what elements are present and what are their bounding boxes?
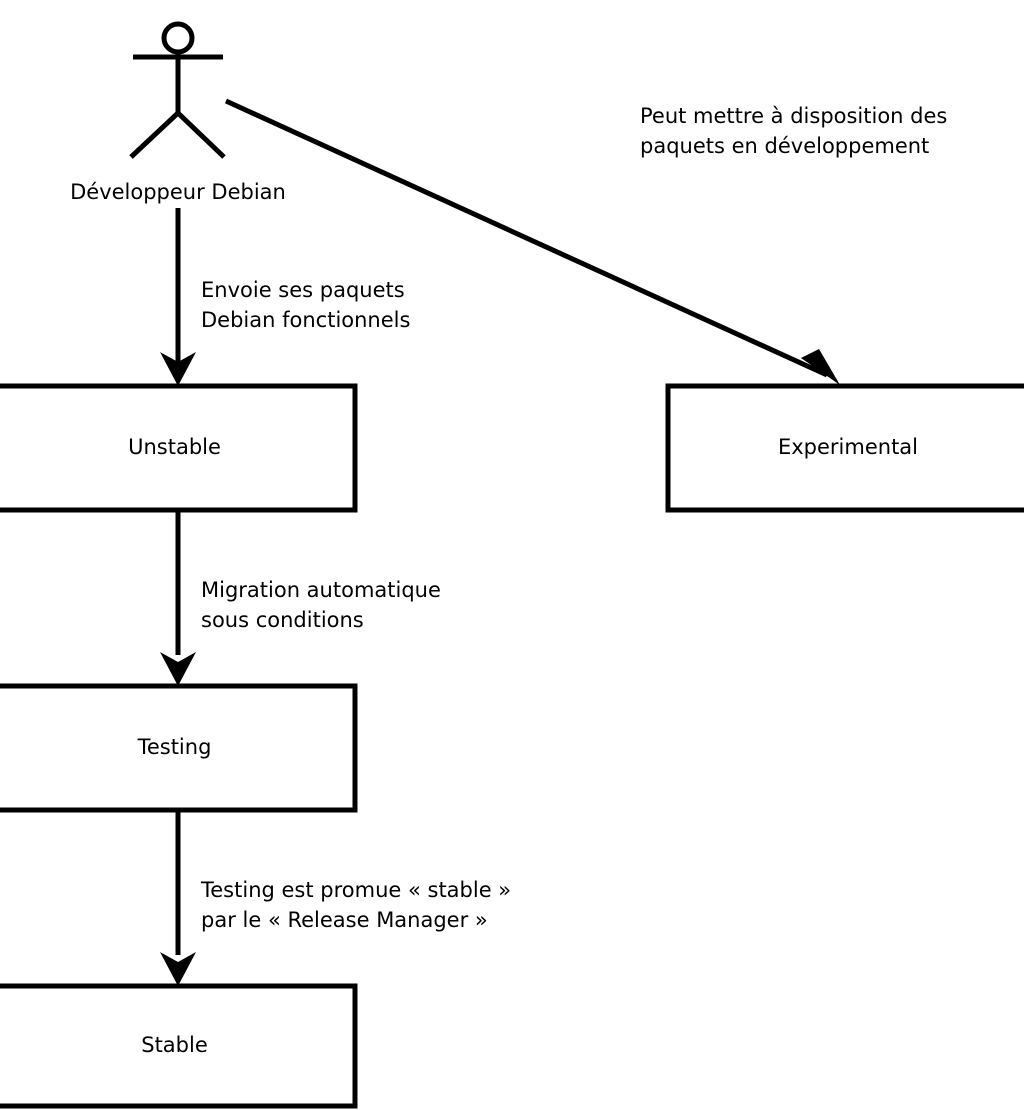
edge-label-testing-to-stable-line1: Testing est promue « stable »	[201, 878, 512, 902]
edge-label-testing-to-stable-line2: par le « Release Manager »	[201, 908, 488, 932]
edge-actor-to-experimental	[224, 98, 840, 385]
edge-label-actor-to-experimental-line2: paquets en développement	[640, 134, 930, 158]
arrowhead-icon	[160, 352, 196, 386]
node-box-unstable[interactable]	[0, 383, 358, 513]
node-box-experimental[interactable]	[665, 383, 1024, 513]
actor-leg-right-icon	[176, 111, 226, 159]
edge-line	[224, 98, 829, 378]
edge-actor-to-unstable	[160, 208, 196, 386]
node-box-testing[interactable]	[0, 683, 358, 813]
node-label-stable: Stable	[141, 1033, 208, 1057]
arrowhead-icon	[801, 349, 840, 385]
edge-label-actor-to-unstable-line2: Debian fonctionnels	[201, 308, 411, 332]
node-label-testing: Testing	[137, 735, 212, 759]
actor-stick-figure	[129, 21, 226, 159]
edge-unstable-to-testing	[160, 510, 196, 686]
arrowhead-icon	[160, 952, 196, 986]
edge-testing-to-stable	[160, 810, 196, 986]
actor-head-icon	[161, 21, 195, 55]
edge-label-unstable-to-testing-line1: Migration automatique	[201, 578, 441, 602]
edge-label-actor-to-unstable-line1: Envoie ses paquets	[201, 278, 405, 302]
arrowhead-icon	[160, 652, 196, 686]
actor-leg-left-icon	[129, 111, 180, 159]
node-box-stable[interactable]	[0, 983, 358, 1109]
node-label-unstable: Unstable	[128, 435, 221, 459]
actor-label: Développeur Debian	[70, 180, 286, 204]
edge-label-unstable-to-testing-line2: sous conditions	[201, 608, 364, 632]
edge-label-actor-to-experimental-line1: Peut mettre à disposition des	[640, 104, 948, 128]
node-label-experimental: Experimental	[777, 435, 919, 459]
